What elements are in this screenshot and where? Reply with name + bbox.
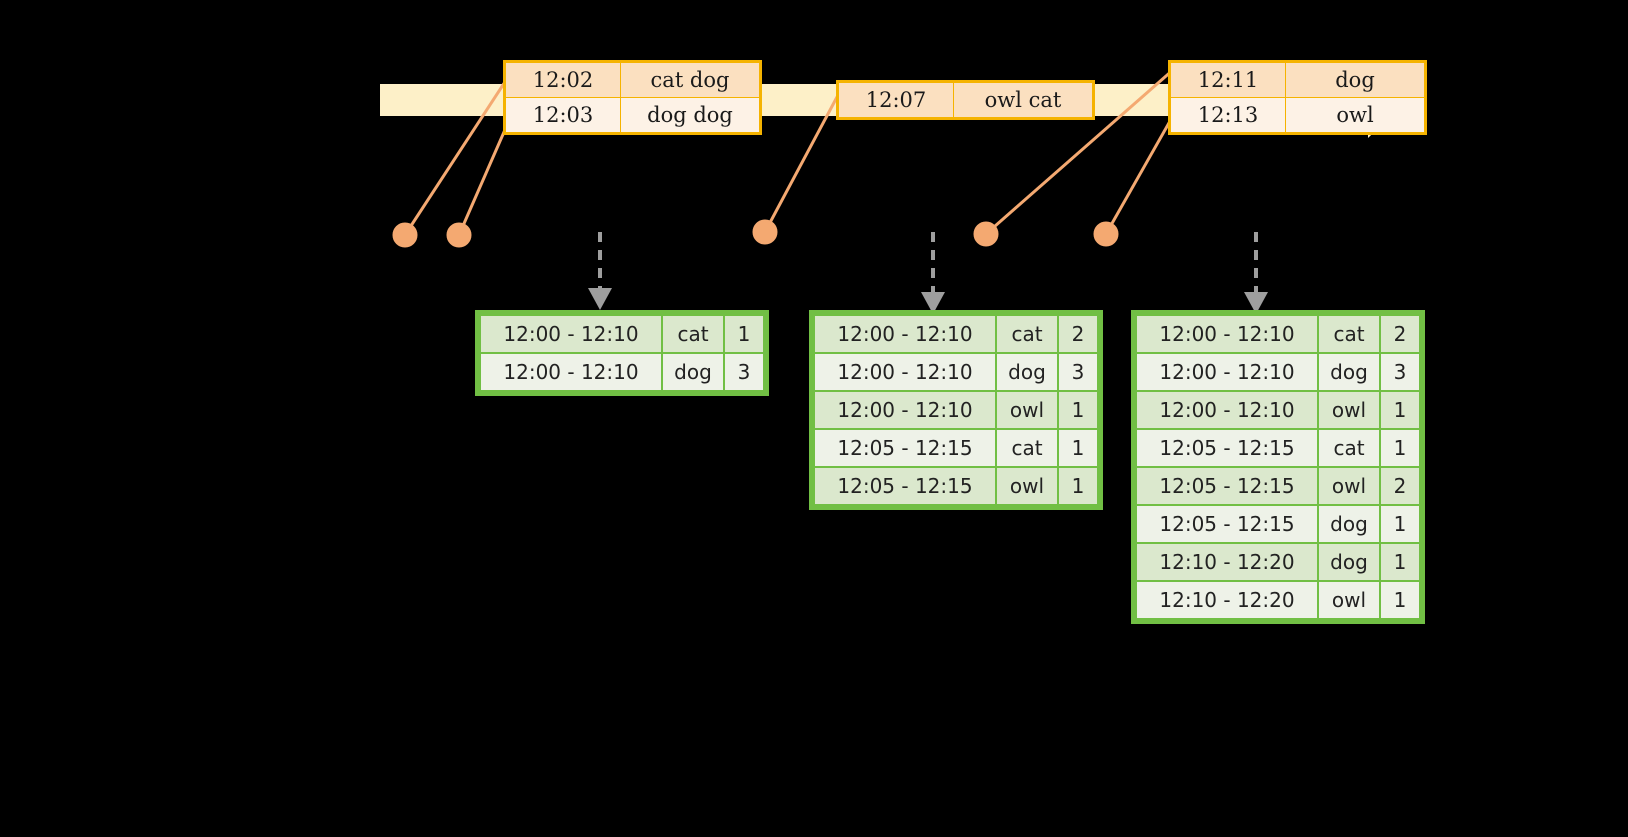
result-window: 12:05 - 12:15 <box>815 430 995 466</box>
result-window: 12:05 - 12:15 <box>1137 468 1317 504</box>
result-word: dog <box>1319 354 1379 390</box>
result-word: dog <box>663 354 723 390</box>
result-window: 12:05 - 12:15 <box>1137 506 1317 542</box>
result-count: 1 <box>1381 582 1419 618</box>
event-words: dog dog <box>620 97 761 134</box>
connector-dot <box>752 219 778 245</box>
result-count: 1 <box>1381 392 1419 428</box>
result-window: 12:10 - 12:20 <box>1137 544 1317 580</box>
result-count: 3 <box>725 354 763 390</box>
result-count: 1 <box>1381 430 1419 466</box>
result-word: cat <box>997 316 1057 352</box>
event-time: 12:11 <box>1169 61 1286 98</box>
event-time: 12:02 <box>504 61 621 98</box>
result-window: 12:10 - 12:20 <box>1137 582 1317 618</box>
connector-dot <box>1093 221 1119 247</box>
result-count: 1 <box>1381 544 1419 580</box>
connector-dot <box>973 221 999 247</box>
event-words: owl cat <box>953 81 1094 119</box>
down-arrow-icon-1 <box>588 232 612 310</box>
down-arrow-icon-3 <box>1244 232 1268 314</box>
event-time: 12:13 <box>1169 97 1286 134</box>
down-arrow-icon-2 <box>921 232 945 314</box>
result-word: owl <box>997 468 1057 504</box>
result-window: 12:05 - 12:15 <box>1137 430 1317 466</box>
result-count: 3 <box>1381 354 1419 390</box>
result-count: 1 <box>725 316 763 352</box>
result-word: cat <box>997 430 1057 466</box>
result-word: dog <box>1319 506 1379 542</box>
result-word: dog <box>1319 544 1379 580</box>
event-words: dog <box>1285 61 1426 98</box>
result-count: 3 <box>1059 354 1097 390</box>
result-word: cat <box>1319 430 1379 466</box>
result-word: owl <box>997 392 1057 428</box>
result-count: 1 <box>1059 392 1097 428</box>
result-count: 1 <box>1381 506 1419 542</box>
result-count: 1 <box>1059 468 1097 504</box>
result-count: 1 <box>1059 430 1097 466</box>
connector-dot <box>392 222 418 248</box>
result-word: owl <box>1319 392 1379 428</box>
result-count: 2 <box>1059 316 1097 352</box>
result-window: 12:00 - 12:10 <box>1137 354 1317 390</box>
event-time: 12:07 <box>837 81 954 119</box>
connector-dot <box>446 222 472 248</box>
event-words: cat dog <box>620 61 761 98</box>
result-window: 12:00 - 12:10 <box>481 354 661 390</box>
result-window: 12:00 - 12:10 <box>481 316 661 352</box>
result-word: owl <box>1319 582 1379 618</box>
result-word: owl <box>1319 468 1379 504</box>
result-window: 12:00 - 12:10 <box>1137 392 1317 428</box>
result-word: dog <box>997 354 1057 390</box>
result-window: 12:00 - 12:10 <box>815 354 995 390</box>
result-word: cat <box>1319 316 1379 352</box>
result-count: 2 <box>1381 316 1419 352</box>
event-time: 12:03 <box>504 97 621 134</box>
result-window: 12:00 - 12:10 <box>815 392 995 428</box>
result-window: 12:00 - 12:10 <box>1137 316 1317 352</box>
result-window: 12:05 - 12:15 <box>815 468 995 504</box>
result-count: 2 <box>1381 468 1419 504</box>
result-word: cat <box>663 316 723 352</box>
event-words: owl <box>1285 97 1426 134</box>
result-window: 12:00 - 12:10 <box>815 316 995 352</box>
